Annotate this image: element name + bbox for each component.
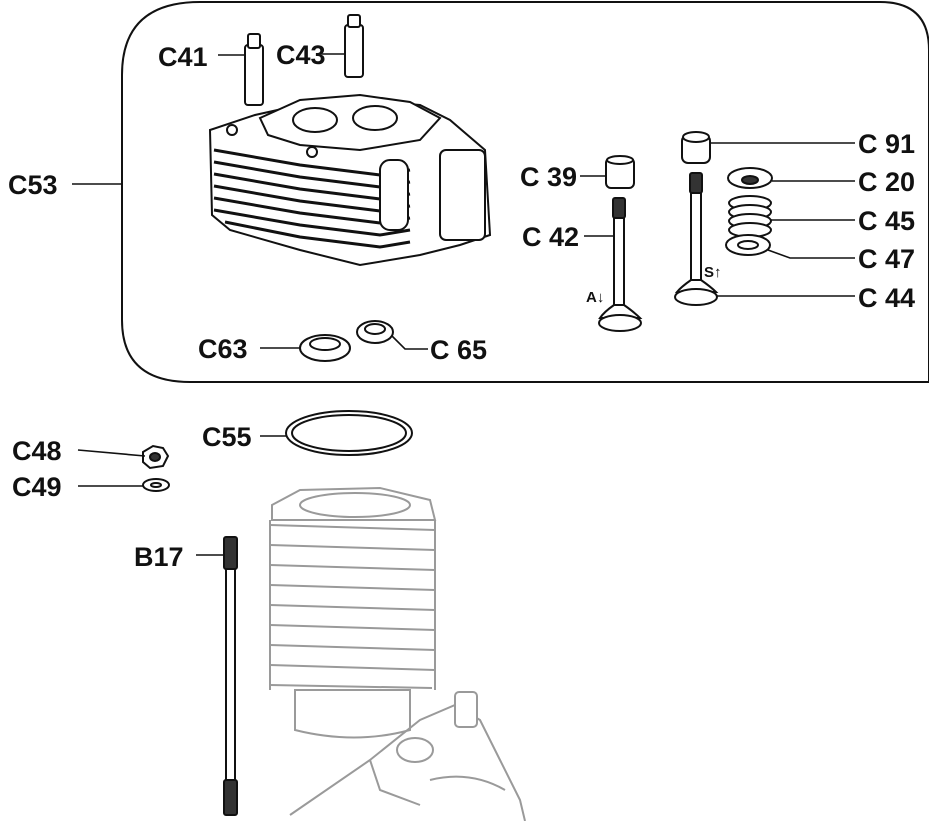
label-c44: C 44 — [858, 283, 915, 313]
label-c47: C 47 — [858, 244, 915, 274]
label-c20: C 20 — [858, 167, 915, 197]
c44-exhaust-valve — [674, 172, 719, 306]
label-c55: C55 — [202, 422, 252, 452]
c65-seal-ring — [356, 320, 394, 344]
c63-seal-ring — [299, 334, 351, 362]
label-c49: C49 — [12, 472, 62, 502]
label-c43: C43 — [276, 40, 326, 70]
cylinder-barrel-illustration — [269, 486, 437, 739]
leader-lines — [72, 53, 855, 556]
label-s-marker: S↑ — [704, 264, 722, 281]
c49-washer — [142, 478, 170, 492]
label-c53: C53 — [8, 170, 58, 200]
b17-stud — [223, 536, 238, 816]
c42-intake-valve — [598, 197, 643, 332]
label-a-marker: A↓ — [586, 289, 604, 306]
crankcase-illustration — [289, 691, 526, 821]
cylinder-head-group-frame — [121, 1, 929, 383]
c39-valve-stem-seal — [605, 155, 635, 189]
label-c45: C 45 — [858, 206, 915, 236]
c55-gasket-ring — [285, 410, 413, 456]
label-c42: C 42 — [522, 222, 579, 252]
c91-valve-cap — [681, 131, 711, 164]
c45-valve-spring — [728, 195, 772, 238]
c43-valve-guide — [344, 14, 364, 78]
label-c48: C48 — [12, 436, 62, 466]
label-c41: C41 — [158, 42, 208, 72]
c20-spring-retainer — [727, 167, 773, 189]
cylinder-head-illustration — [208, 93, 492, 267]
c47-spring-seat — [725, 234, 771, 256]
label-c63: C63 — [198, 334, 248, 364]
label-c65: C 65 — [430, 335, 487, 365]
c41-valve-guide — [244, 33, 264, 106]
label-c91: C 91 — [858, 129, 915, 159]
label-b17: B17 — [134, 542, 184, 572]
c48-nut — [142, 444, 170, 470]
label-c39: C 39 — [520, 162, 577, 192]
